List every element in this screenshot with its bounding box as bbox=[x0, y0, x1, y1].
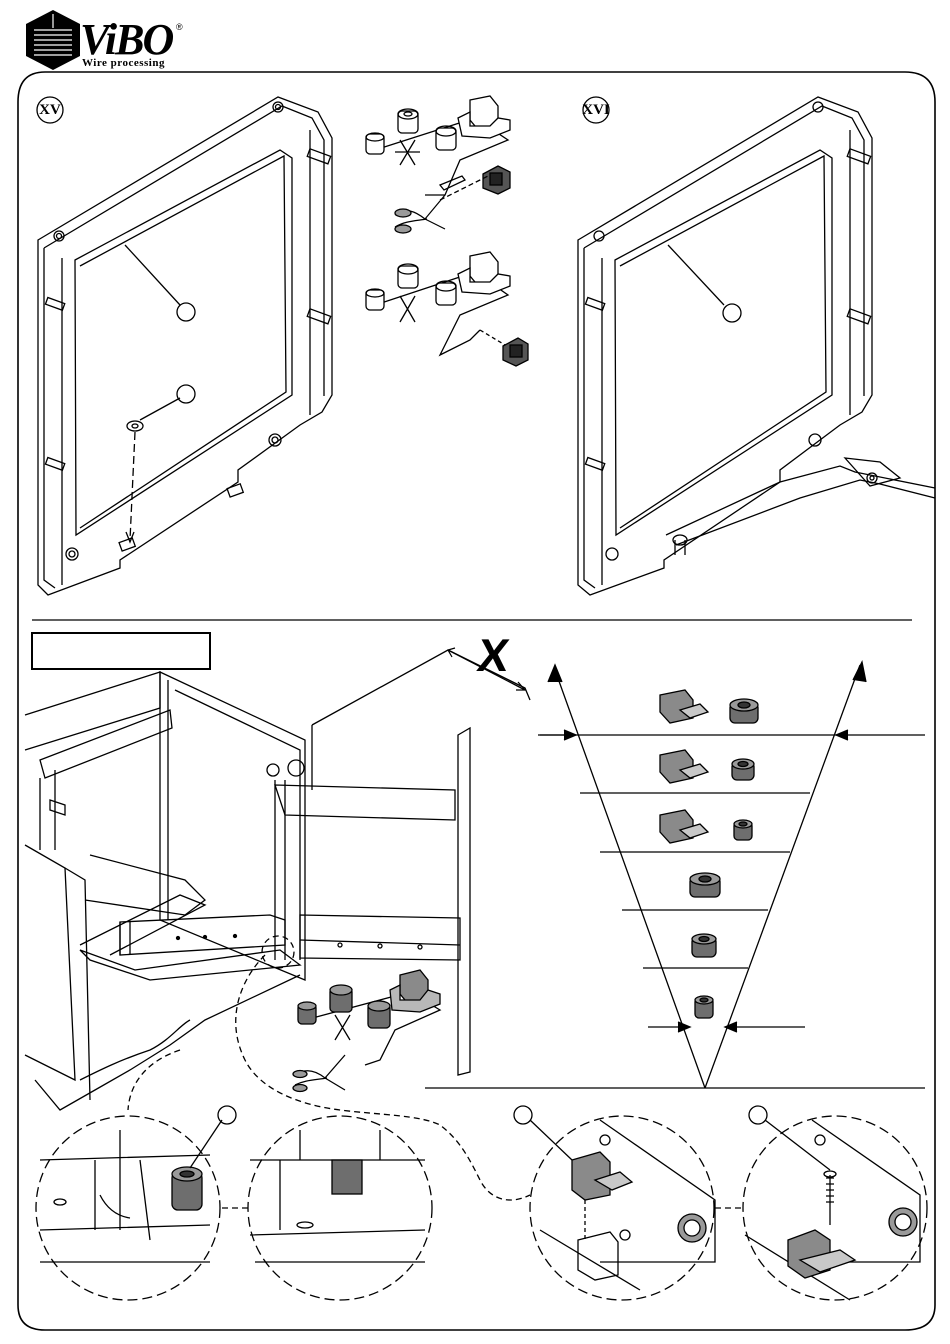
spacer-size-wedge bbox=[538, 662, 925, 1088]
detail-2 bbox=[248, 1116, 432, 1300]
detail-4 bbox=[743, 1106, 927, 1300]
dimension-x-label: X bbox=[475, 632, 512, 678]
blank-label-box bbox=[31, 632, 211, 670]
step-xvi-panel bbox=[578, 97, 935, 595]
parts-tree-cut bbox=[366, 96, 510, 200]
detail-3 bbox=[514, 1106, 715, 1300]
step-xv-label: XV bbox=[34, 94, 66, 126]
scissors-icon bbox=[395, 195, 445, 233]
step-xv-panel bbox=[38, 97, 332, 595]
cabinet-drawing bbox=[25, 648, 530, 1200]
parts-tree-separated bbox=[366, 252, 528, 366]
step-xvi-label: XVI bbox=[580, 94, 612, 126]
detail-1 bbox=[36, 1106, 236, 1300]
